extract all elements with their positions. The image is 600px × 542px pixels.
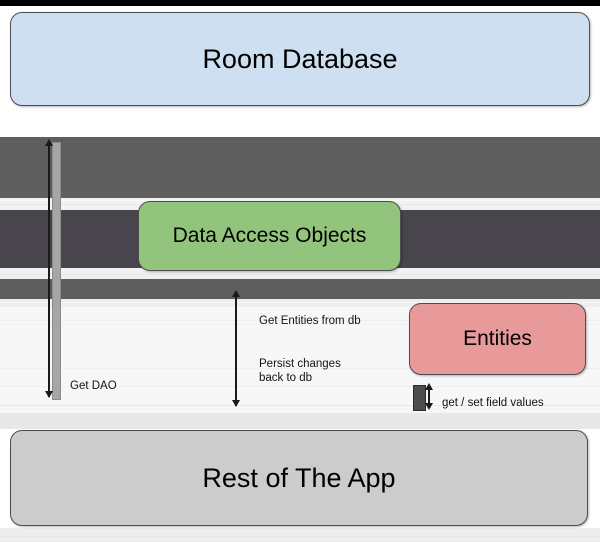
artifact-streak: [0, 324, 600, 325]
band-white-gap-3: [0, 299, 600, 307]
arrow-get-dao-head-up-icon: [44, 139, 53, 146]
artifact-streak: [0, 368, 600, 369]
artifact-streak: [0, 274, 600, 275]
edge-label-get-entities-from-db: Get Entities from db: [259, 315, 361, 327]
node-room-database[interactable]: Room Database: [10, 12, 590, 106]
band-bottom: [0, 528, 600, 542]
arrow-get-set-fields-head-down-icon: [424, 403, 433, 410]
arrow-get-set-fields-shaft: [428, 388, 430, 408]
node-data-access-objects-label: Data Access Objects: [172, 224, 367, 247]
node-entities[interactable]: Entities: [409, 303, 586, 375]
node-room-database-label: Room Database: [202, 43, 398, 74]
node-rest-of-the-app[interactable]: Rest of The App: [10, 430, 588, 526]
arrow-get-entities-head-up-icon: [231, 290, 240, 297]
artifact-streak: [0, 320, 600, 321]
artifact-streak: [0, 386, 600, 387]
arrow-get-entities-shaft: [235, 296, 237, 406]
arrow-get-entities-head-down-icon: [231, 400, 240, 407]
arrow-get-dao-shaft: [48, 145, 50, 397]
lifeline-activation-room-database: [52, 142, 61, 400]
edge-label-get-set-field-values: get / set field values: [442, 397, 544, 409]
arrow-get-set-fields-head-up-icon: [424, 383, 433, 390]
arrow-get-dao-head-down-icon: [44, 391, 53, 398]
band-top-black-strip: [0, 0, 600, 6]
lifeline-activation-entities: [413, 385, 426, 411]
node-entities-label: Entities: [463, 327, 532, 350]
node-rest-of-the-app-label: Rest of The App: [202, 462, 396, 493]
artifact-streak: [0, 409, 600, 410]
band-gray-2: [0, 279, 600, 299]
artifact-streak: [0, 536, 600, 537]
node-data-access-objects[interactable]: Data Access Objects: [138, 201, 401, 271]
edge-label-get-dao: Get DAO: [70, 380, 117, 392]
artifact-streak: [0, 302, 600, 303]
artifact-streak: [0, 200, 600, 201]
band-gray-1: [0, 137, 600, 198]
edge-label-persist-changes-back-to-db: Persist changes back to db: [259, 358, 341, 384]
artifact-streak: [0, 405, 600, 406]
band-light-2: [0, 413, 600, 429]
band-white-gap-2: [0, 268, 600, 279]
